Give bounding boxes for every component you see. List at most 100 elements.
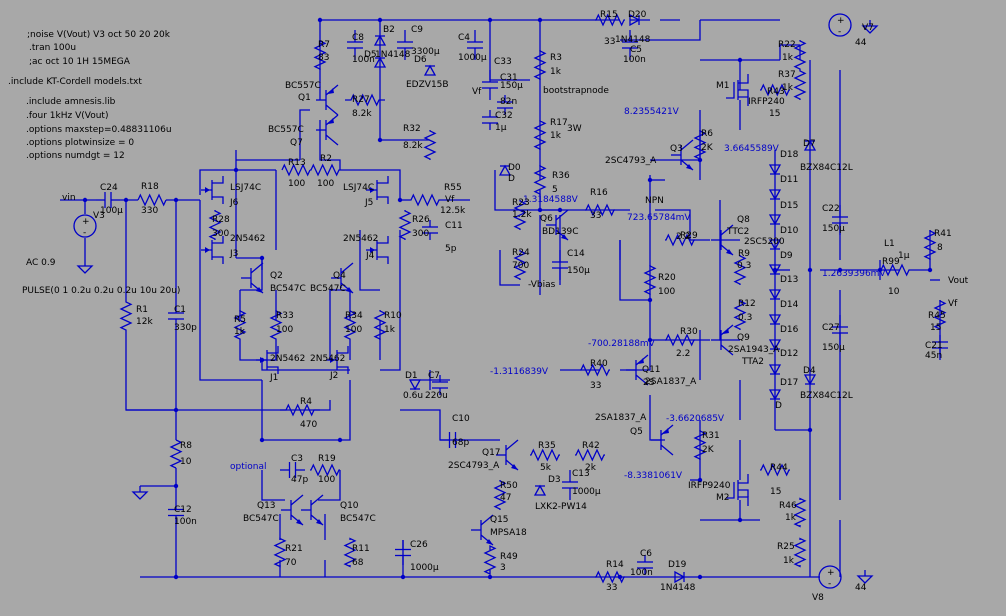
transistor-q8[interactable] (711, 224, 734, 256)
resistor-r32[interactable] (423, 130, 437, 160)
resistor-r29[interactable] (665, 233, 695, 247)
capacitor-c11[interactable] (422, 220, 438, 240)
transistor-q3[interactable] (671, 139, 694, 171)
voltage-source-v8[interactable]: +- (818, 565, 842, 589)
capacitor-c6[interactable] (637, 555, 653, 575)
resistor-r21[interactable] (273, 537, 287, 568)
diode-d14[interactable] (768, 314, 782, 326)
resistor-r34[interactable] (343, 310, 357, 340)
capacitor-c3[interactable] (280, 462, 305, 478)
diode-d3[interactable] (533, 484, 547, 496)
jfet-j3[interactable] (201, 236, 224, 264)
resistor-r12[interactable] (733, 300, 747, 330)
transistor-q10[interactable] (301, 494, 324, 526)
resistor-r41[interactable] (923, 230, 937, 260)
transistor-q11[interactable] (626, 354, 649, 386)
resistor-r30[interactable] (665, 333, 695, 347)
diode-d5[interactable] (373, 56, 387, 68)
resistor-r14[interactable] (595, 570, 625, 584)
diode-d6[interactable] (423, 64, 437, 76)
capacitor-c24[interactable] (96, 192, 120, 208)
transistor-q13[interactable] (281, 494, 304, 526)
transistor-q1[interactable] (316, 84, 339, 116)
resistor-r22[interactable] (793, 40, 807, 70)
diode-d16[interactable] (768, 339, 782, 351)
resistor-r6[interactable] (693, 130, 707, 160)
diode-d12[interactable] (768, 364, 782, 376)
diode-d1[interactable] (408, 379, 422, 391)
capacitor-c7[interactable] (432, 375, 448, 395)
diode-d4[interactable] (803, 374, 817, 386)
jfet-j6[interactable] (201, 176, 224, 204)
resistor-r36[interactable] (533, 165, 547, 195)
transistor-q9[interactable] (711, 324, 734, 356)
jfet-j2[interactable] (326, 346, 349, 374)
resistor-r45[interactable] (933, 300, 947, 330)
capacitor-c22[interactable] (832, 205, 848, 235)
resistor-r20[interactable] (643, 265, 657, 295)
resistor-r18[interactable] (137, 193, 167, 207)
mosfet-m1[interactable] (726, 74, 749, 106)
resistor-r7[interactable] (313, 40, 327, 70)
resistor-r19[interactable] (310, 463, 340, 477)
capacitor-c1[interactable] (168, 300, 184, 332)
mosfet-m2[interactable] (726, 474, 749, 506)
resistor-r2[interactable] (310, 163, 340, 177)
resistor-r40[interactable] (580, 363, 610, 377)
diode-d18[interactable] (768, 164, 782, 176)
resistor-r35[interactable] (530, 448, 560, 462)
resistor-r15[interactable] (595, 13, 625, 27)
diode-d20[interactable] (629, 13, 641, 27)
capacitor-c5[interactable] (622, 30, 638, 60)
transistor-q15[interactable] (471, 514, 494, 546)
resistor-r44[interactable] (760, 463, 790, 477)
diode-d0[interactable] (498, 164, 512, 176)
resistor-r5[interactable] (233, 310, 247, 340)
resistor-r33[interactable] (269, 310, 283, 340)
resistor-r99[interactable] (880, 263, 910, 277)
capacitor-c14[interactable] (552, 250, 568, 280)
resistor-r27[interactable] (345, 93, 385, 107)
capacitor-c21[interactable] (932, 335, 948, 355)
diode-d9[interactable] (768, 264, 782, 276)
diode-d15[interactable] (768, 214, 782, 226)
resistor-r9[interactable] (733, 255, 747, 285)
resistor-r1[interactable] (119, 300, 133, 332)
resistor-r10[interactable] (373, 310, 387, 340)
resistor-r3[interactable] (533, 50, 547, 80)
capacitor-c12[interactable] (168, 500, 184, 525)
capacitor-c9[interactable] (397, 30, 413, 60)
diode-b2[interactable] (373, 34, 387, 46)
resistor-r13[interactable] (281, 163, 311, 177)
resistor-r11[interactable] (343, 537, 357, 568)
diode-d17[interactable] (768, 389, 782, 401)
transistor-q2[interactable] (241, 262, 264, 294)
resistor-r31[interactable] (693, 430, 707, 460)
transistor-q7[interactable] (316, 114, 339, 146)
resistor-r46[interactable] (793, 497, 807, 528)
resistor-r43[interactable] (760, 83, 790, 97)
capacitor-c26[interactable] (395, 540, 411, 565)
transistor-q4[interactable] (331, 262, 354, 294)
resistor-r49[interactable] (483, 544, 497, 576)
transistor-q17[interactable] (496, 439, 519, 471)
resistor-r37[interactable] (793, 70, 807, 100)
resistor-r17[interactable] (533, 120, 547, 150)
diode-d13[interactable] (768, 289, 782, 301)
diode-d19[interactable] (674, 570, 686, 584)
resistor-r16[interactable] (585, 203, 615, 217)
capacitor-c33[interactable] (482, 70, 498, 100)
capacitor-c32[interactable] (482, 110, 498, 130)
jfet-j5[interactable] (366, 176, 389, 204)
capacitor-c31[interactable] (497, 95, 513, 115)
capacitor-c8[interactable] (347, 30, 363, 60)
resistor-r25[interactable] (793, 537, 807, 568)
transistor-q6[interactable] (546, 209, 569, 241)
voltage-source-v7[interactable]: +- (828, 13, 852, 37)
resistor-r4[interactable] (280, 403, 320, 417)
diode-d11[interactable] (768, 189, 782, 201)
resistor-r8[interactable] (169, 439, 183, 469)
resistor-r24[interactable] (513, 250, 527, 280)
voltage-source-v3[interactable]: +- (73, 214, 97, 238)
transistor-q5[interactable] (651, 424, 674, 456)
